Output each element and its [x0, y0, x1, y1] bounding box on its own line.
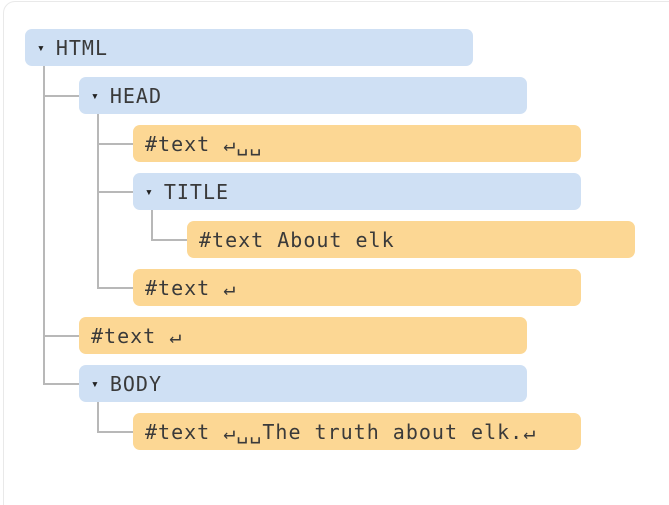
collapse-triangle-icon[interactable]: ▾: [37, 41, 46, 56]
node-label: TITLE: [163, 179, 230, 204]
tree-connector: [97, 114, 99, 287]
head-trailing-text-node: #text ↵: [133, 269, 581, 306]
node-label: #text ↵: [91, 323, 183, 348]
tree-node-body[interactable]: ▾ BODY: [79, 365, 527, 402]
tree-connector: [43, 66, 45, 383]
node-label: #text ↵: [145, 275, 237, 300]
tree-connector: [151, 239, 187, 241]
tree-connector: [97, 431, 133, 433]
node-label: BODY: [109, 371, 162, 396]
tree-connector: [97, 287, 133, 289]
tree-connector: [43, 335, 79, 337]
node-label: HTML: [55, 35, 108, 60]
collapse-triangle-icon[interactable]: ▾: [91, 89, 100, 104]
node-label: #text ↵␣␣The truth about elk.↵: [145, 419, 537, 444]
tree-node-html[interactable]: ▾ HTML: [25, 29, 473, 66]
node-label: #text About elk: [199, 227, 395, 252]
tree-node-head[interactable]: ▾ HEAD: [79, 77, 527, 114]
tree-connector: [97, 402, 99, 431]
tree-connector: [97, 191, 133, 193]
title-text-node: #text About elk: [187, 221, 635, 258]
node-label: HEAD: [109, 83, 162, 108]
collapse-triangle-icon[interactable]: ▾: [145, 185, 154, 200]
tree-node-title[interactable]: ▾ TITLE: [133, 173, 581, 210]
tree-connector: [97, 143, 133, 145]
body-text-node: #text ↵␣␣The truth about elk.↵: [133, 413, 581, 450]
tree-connector: [151, 210, 153, 239]
tree-connector: [43, 383, 79, 385]
head-leading-text-node: #text ↵␣␣: [133, 125, 581, 162]
collapse-triangle-icon[interactable]: ▾: [91, 377, 100, 392]
tree-connector: [43, 95, 79, 97]
html-text-node: #text ↵: [79, 317, 527, 354]
node-label: #text ↵␣␣: [145, 131, 263, 156]
